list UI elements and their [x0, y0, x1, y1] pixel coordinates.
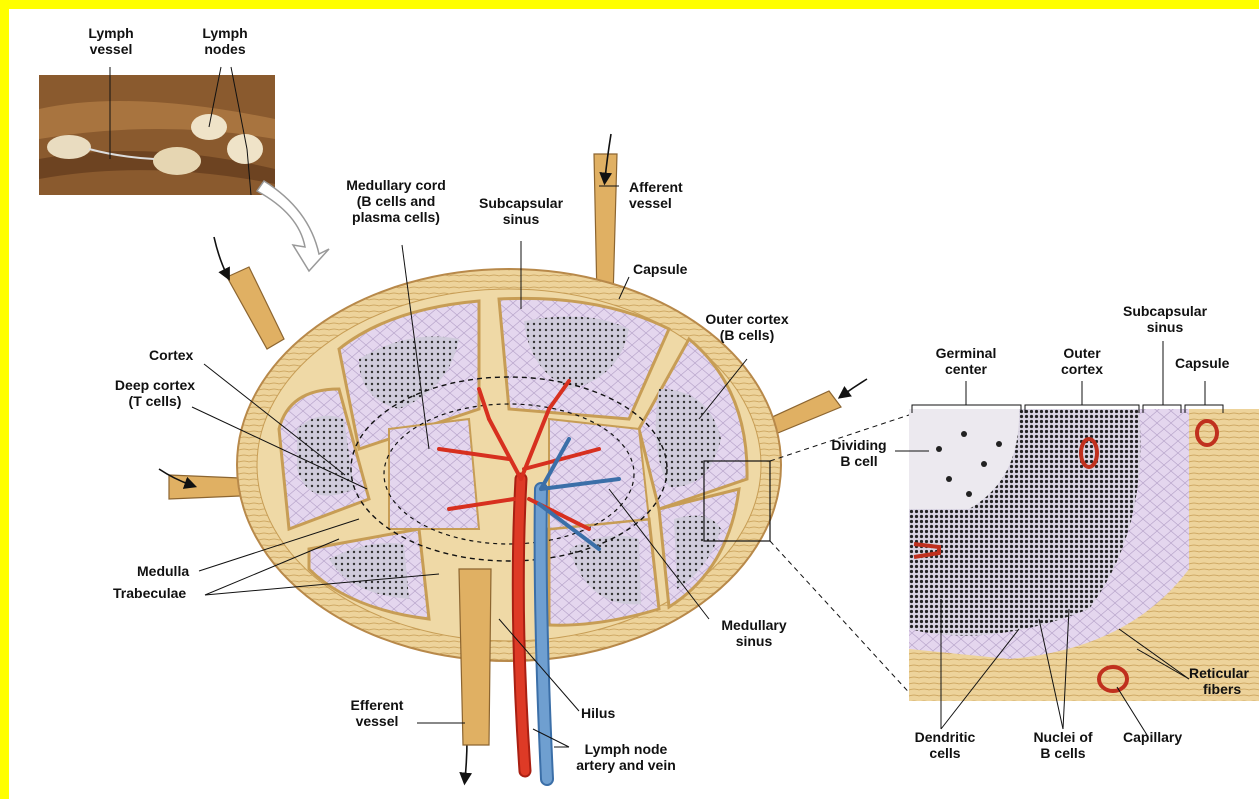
label-lymph-nodes-line1: Lymph [195, 25, 255, 41]
label-inset-subcapsular-sinus: Subcapsular sinus [1115, 303, 1215, 335]
label-dividing-b-cell-line1: Dividing [821, 437, 897, 453]
label-afferent-vessel: Afferent vessel [629, 179, 683, 211]
label-afferent-vessel-line2: vessel [629, 195, 683, 211]
label-dividing-b-cell: Dividing B cell [821, 437, 897, 469]
label-lymph-vessel: Lymph vessel [81, 25, 141, 57]
label-medullary-cord: Medullary cord (B cells and plasma cells… [331, 177, 461, 225]
label-reticular-fibers-line1: Reticular [1189, 665, 1249, 681]
zoom-arrow [257, 181, 329, 271]
label-lymph-node-artery-vein-line1: Lymph node [563, 741, 689, 757]
label-efferent-vessel-line1: Efferent [339, 697, 415, 713]
label-efferent-vessel: Efferent vessel [339, 697, 415, 729]
label-medullary-cord-line2: (B cells and [331, 193, 461, 209]
label-trabeculae: Trabeculae [113, 585, 186, 601]
label-inset-subcapsular-sinus-line2: sinus [1115, 319, 1215, 335]
label-capillary: Capillary [1123, 729, 1182, 745]
label-dendritic-cells-line2: cells [907, 745, 983, 761]
label-medullary-cord-line1: Medullary cord [331, 177, 461, 193]
label-medulla: Medulla [137, 563, 189, 579]
label-medullary-cord-line3: plasma cells) [331, 209, 461, 225]
label-inset-subcapsular-sinus-line1: Subcapsular [1115, 303, 1215, 319]
label-subcapsular-sinus-line1: Subcapsular [464, 195, 578, 211]
efferent-vessel [459, 569, 491, 745]
label-lymph-vessel-line2: vessel [81, 41, 141, 57]
label-dendritic-cells-line1: Dendritic [907, 729, 983, 745]
label-outer-cortex-line2: (B cells) [695, 327, 799, 343]
label-germinal-center: Germinal center [929, 345, 1003, 377]
label-lymph-vessel-line1: Lymph [81, 25, 141, 41]
label-lymph-nodes: Lymph nodes [195, 25, 255, 57]
label-deep-cortex: Deep cortex (T cells) [105, 377, 205, 409]
label-inset-capsule: Capsule [1175, 355, 1229, 371]
cortex-inset [909, 409, 1259, 701]
diagram-canvas: Lymph vessel Lymph nodes Medullary cord … [9, 9, 1259, 799]
label-efferent-vessel-line2: vessel [339, 713, 415, 729]
label-inset-outer-cortex: Outer cortex [1049, 345, 1115, 377]
label-dividing-b-cell-line2: B cell [821, 453, 897, 469]
label-lymph-nodes-line2: nodes [195, 41, 255, 57]
lymph-node-photo [39, 75, 275, 195]
label-cortex: Cortex [149, 347, 193, 363]
label-reticular-fibers: Reticular fibers [1189, 665, 1249, 697]
label-dendritic-cells: Dendritic cells [907, 729, 983, 761]
label-deep-cortex-line1: Deep cortex [105, 377, 205, 393]
label-subcapsular-sinus: Subcapsular sinus [464, 195, 578, 227]
label-nuclei-b-cells-line1: Nuclei of [1023, 729, 1103, 745]
label-deep-cortex-line2: (T cells) [105, 393, 205, 409]
label-medullary-sinus-line1: Medullary [711, 617, 797, 633]
label-medullary-sinus-line2: sinus [711, 633, 797, 649]
label-outer-cortex: Outer cortex (B cells) [695, 311, 799, 343]
label-inset-outer-cortex-line2: cortex [1049, 361, 1115, 377]
label-lymph-node-artery-vein: Lymph node artery and vein [563, 741, 689, 773]
label-hilus: Hilus [581, 705, 615, 721]
label-inset-outer-cortex-line1: Outer [1049, 345, 1115, 361]
label-germinal-center-line1: Germinal [929, 345, 1003, 361]
label-germinal-center-line2: center [929, 361, 1003, 377]
label-lymph-node-artery-vein-line2: artery and vein [563, 757, 689, 773]
label-nuclei-b-cells-line2: B cells [1023, 745, 1103, 761]
label-reticular-fibers-line2: fibers [1189, 681, 1249, 697]
label-medullary-sinus: Medullary sinus [711, 617, 797, 649]
label-outer-cortex-line1: Outer cortex [695, 311, 799, 327]
label-capsule: Capsule [633, 261, 687, 277]
label-nuclei-b-cells: Nuclei of B cells [1023, 729, 1103, 761]
label-subcapsular-sinus-line2: sinus [464, 211, 578, 227]
label-afferent-vessel-line1: Afferent [629, 179, 683, 195]
